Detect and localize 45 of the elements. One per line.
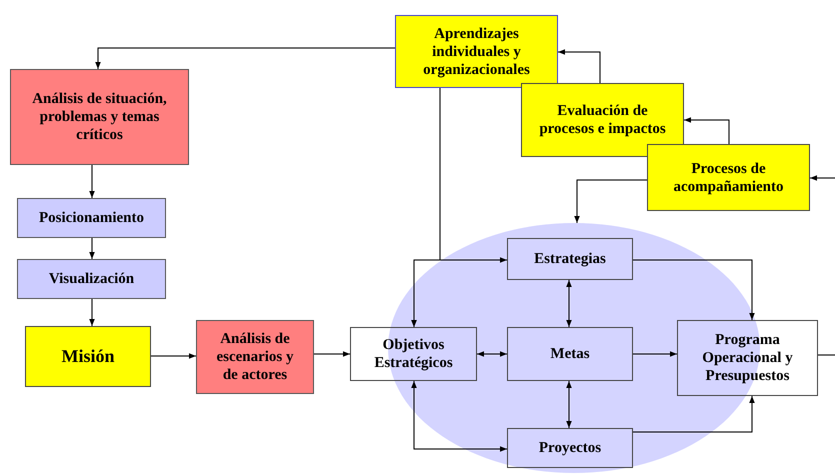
- arrow: [632, 260, 755, 320]
- process-box: [25, 326, 151, 387]
- process-box: [647, 144, 810, 211]
- process-box: [521, 83, 684, 157]
- arrow: [150, 353, 196, 359]
- arrow: [411, 257, 508, 328]
- box-label: Metas: [550, 345, 590, 363]
- arrow: [566, 380, 572, 428]
- box-label: Posicionamiento: [39, 209, 144, 227]
- box-label: Proyectos: [538, 439, 602, 457]
- box-label: Análisis de situación, problemas y temas críticos: [31, 90, 168, 144]
- arrow: [684, 117, 730, 144]
- box-label: Estrategias: [534, 250, 606, 268]
- arrow: [810, 175, 835, 181]
- arrow: [566, 280, 572, 328]
- process-box: [507, 238, 633, 280]
- arrow: [476, 351, 508, 357]
- process-box: [196, 320, 314, 394]
- box-label: Evaluación de procesos e impactos: [538, 102, 667, 138]
- arrow: [95, 48, 396, 70]
- box-label: Análisis de escenarios y de actores: [215, 330, 295, 384]
- arrow: [632, 351, 678, 357]
- process-box: [17, 259, 166, 299]
- box-label: Objetivos Estratégicos: [373, 336, 454, 372]
- arrow: [89, 298, 95, 326]
- process-box: [507, 327, 633, 381]
- arrow: [574, 180, 648, 224]
- box-label: Procesos de acompañamiento: [672, 160, 784, 196]
- process-box: [10, 69, 189, 165]
- arrow: [632, 396, 755, 432]
- process-box: [350, 327, 477, 381]
- box-label: Programa Operacional y Presupuestos: [701, 331, 794, 385]
- arrow: [558, 49, 600, 84]
- box-label: Visualización: [48, 270, 134, 288]
- arrow: [89, 164, 95, 198]
- process-box: [17, 198, 166, 238]
- connector-line: [818, 354, 835, 356]
- process-box: [507, 428, 633, 468]
- process-box: [395, 15, 558, 88]
- box-label: Aprendizajes individuales y organizacionales: [422, 24, 531, 78]
- box-label: Misión: [61, 346, 114, 368]
- arrow: [314, 351, 350, 357]
- process-box: [677, 320, 818, 396]
- arrow: [411, 380, 508, 452]
- arrow: [89, 238, 95, 260]
